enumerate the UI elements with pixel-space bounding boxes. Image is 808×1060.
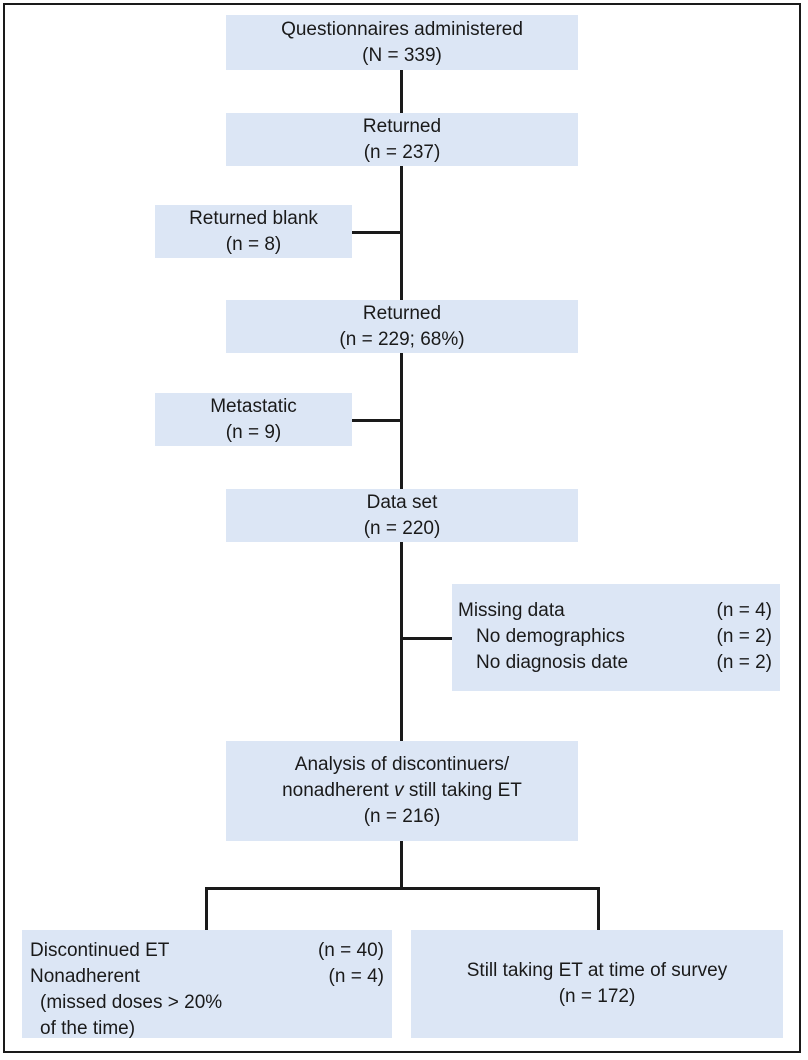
box-label-line1: Analysis of discontinuers/ — [294, 754, 510, 775]
box-count: (n = 229; 68%) — [339, 328, 465, 350]
box-count: (n = 237) — [363, 141, 441, 163]
box-label: Returned — [362, 302, 442, 324]
box-label: Metastatic — [210, 395, 297, 417]
diagram-frame — [3, 3, 801, 1053]
box-discontinued: Discontinued ET (n = 40) Nonadherent (n … — [22, 930, 392, 1039]
box-count: (n = 172) — [558, 986, 636, 1007]
box-label: Still taking ET at time of survey — [466, 960, 728, 981]
box-returned-blank: Returned blank (n = 8) — [155, 205, 352, 258]
split-right-drop-line — [597, 887, 600, 930]
box-count: (n = 220) — [363, 517, 441, 539]
row-count: (n = 40) — [317, 940, 384, 961]
row-count: (n = 4) — [716, 600, 772, 621]
box-label-line2: nonadherent v still taking ET — [282, 780, 522, 801]
nonadherent-note-line2: of the time) — [40, 1018, 136, 1039]
nonadherent-note-line1: (missed doses > 20% — [40, 992, 223, 1013]
box-label: Returned blank — [189, 207, 318, 229]
box-returned-valid: Returned (n = 229; 68%) — [226, 300, 578, 353]
box-count: (N = 339) — [362, 44, 442, 66]
box-missing-data: Missing data (n = 4) No demographics (n … — [452, 584, 780, 691]
row-count: (n = 2) — [716, 626, 772, 647]
box-questionnaires-administered: Questionnaires administered (N = 339) — [226, 15, 578, 70]
nonadherent-row: Nonadherent (n = 4) — [30, 964, 384, 990]
row-label: Nonadherent — [30, 966, 140, 987]
box-count: (n = 216) — [363, 806, 441, 827]
box-label: Questionnaires administered — [281, 18, 523, 40]
no-diagnosis-date-row: No diagnosis date (n = 2) — [458, 650, 772, 676]
no-demographics-row: No demographics (n = 2) — [458, 624, 772, 650]
row-count: (n = 4) — [328, 966, 384, 987]
row-label: Discontinued ET — [30, 940, 170, 961]
split-horizontal-line — [205, 887, 600, 890]
branch-line-returned-blank — [352, 231, 402, 234]
box-returned: Returned (n = 237) — [226, 113, 578, 166]
row-label: No demographics — [476, 626, 625, 647]
box-count: (n = 9) — [225, 421, 282, 443]
box-label: Data set — [366, 491, 438, 513]
box-still-taking: Still taking ET at time of survey (n = 1… — [411, 930, 783, 1038]
box-data-set: Data set (n = 220) — [226, 489, 578, 542]
discontinued-row: Discontinued ET (n = 40) — [30, 938, 384, 964]
main-trunk-line — [400, 70, 403, 890]
box-label: Returned — [362, 115, 442, 137]
row-count: (n = 2) — [716, 652, 772, 673]
row-label: No diagnosis date — [476, 652, 629, 673]
branch-line-metastatic — [352, 419, 402, 422]
row-label: Missing data — [458, 600, 565, 621]
box-analysis: Analysis of discontinuers/ nonadherent v… — [226, 741, 578, 841]
box-count: (n = 8) — [225, 233, 282, 255]
split-left-drop-line — [205, 887, 208, 930]
branch-line-missing-data — [400, 637, 452, 640]
box-metastatic: Metastatic (n = 9) — [155, 393, 352, 446]
missing-data-row: Missing data (n = 4) — [458, 598, 772, 624]
